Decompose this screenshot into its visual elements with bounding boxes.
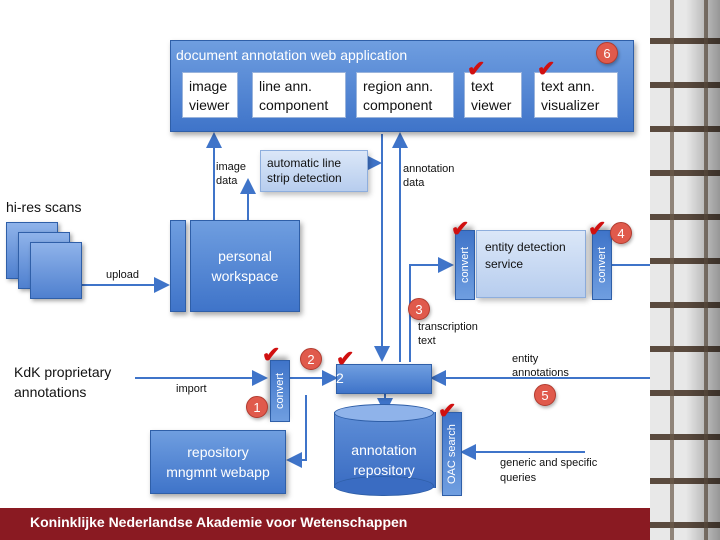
check-icon-import-convert: ✔ <box>262 342 281 367</box>
queries-label: generic and specific queries <box>500 457 598 484</box>
kdk-annotations-label: KdK proprietary annotations <box>14 364 112 400</box>
text-ann-visualizer-box[interactable]: text ann. visualizer <box>534 72 618 118</box>
image-viewer-box[interactable]: image viewer <box>182 72 238 118</box>
annotation-data-label: annotation data <box>403 163 455 189</box>
annotation-repository-cylinder[interactable]: annotation repository <box>334 404 436 496</box>
hub-bar <box>336 364 432 394</box>
import-label: import <box>176 383 207 395</box>
check-icon-entity-convert-left: ✔ <box>451 216 470 241</box>
oac-search-box[interactable]: OAC search <box>442 412 462 496</box>
check-icon-entity-convert-right: ✔ <box>588 216 607 241</box>
entity-annotations-label: entity annotations <box>512 353 569 379</box>
check-icon-hub: ✔ <box>336 346 355 371</box>
badge-6: 6 <box>596 42 618 64</box>
text-viewer-box[interactable]: text viewer <box>464 72 522 118</box>
check-icon-oac-search: ✔ <box>438 398 457 423</box>
upload-label: upload <box>106 269 140 281</box>
check-icon-text-viewer: ✔ <box>467 56 486 81</box>
import-convert[interactable]: convert <box>270 360 290 422</box>
badge-5: 5 <box>534 384 556 406</box>
transcription-arrow <box>409 257 454 362</box>
repository-webapp-label: repository mngmnt webapp <box>166 444 270 480</box>
footer-text: Koninklijke Nederlandse Akademie voor We… <box>30 514 408 530</box>
building-photo <box>650 0 720 540</box>
badge-3: 3 <box>408 298 430 320</box>
convert-to-webapp-arrow <box>286 395 307 468</box>
web-app-title: document annotation web application <box>176 47 408 63</box>
hi-res-scans-label: hi-res scans <box>6 199 82 215</box>
badge-2: 2 <box>300 348 322 370</box>
region-ann-component-box[interactable]: region ann. component <box>356 72 454 118</box>
check-icon-text-visualizer: ✔ <box>537 56 556 81</box>
repository-webapp-box[interactable]: repository mngmnt webapp <box>150 430 286 494</box>
transcription-text-label: transcription text <box>418 321 478 347</box>
badge-1: 1 <box>246 396 268 418</box>
scan-page-3 <box>30 242 82 299</box>
footer-bar: Koninklijke Nederlandse Akademie voor We… <box>0 508 650 540</box>
badge-4: 4 <box>610 222 632 244</box>
line-strip-detection-box[interactable]: automatic line strip detection <box>260 150 368 192</box>
entity-detection-service-box[interactable]: entity detection service <box>476 230 586 298</box>
annotation-repository-label: annotation repository <box>351 442 417 478</box>
personal-workspace-box[interactable]: personal workspace <box>190 220 300 312</box>
hub-number: 2 <box>336 370 344 386</box>
workspace-side-bar <box>170 220 186 312</box>
image-data-label: image data <box>216 161 246 187</box>
personal-workspace-label: personal workspace <box>211 248 279 284</box>
line-ann-component-box[interactable]: line ann. component <box>252 72 346 118</box>
